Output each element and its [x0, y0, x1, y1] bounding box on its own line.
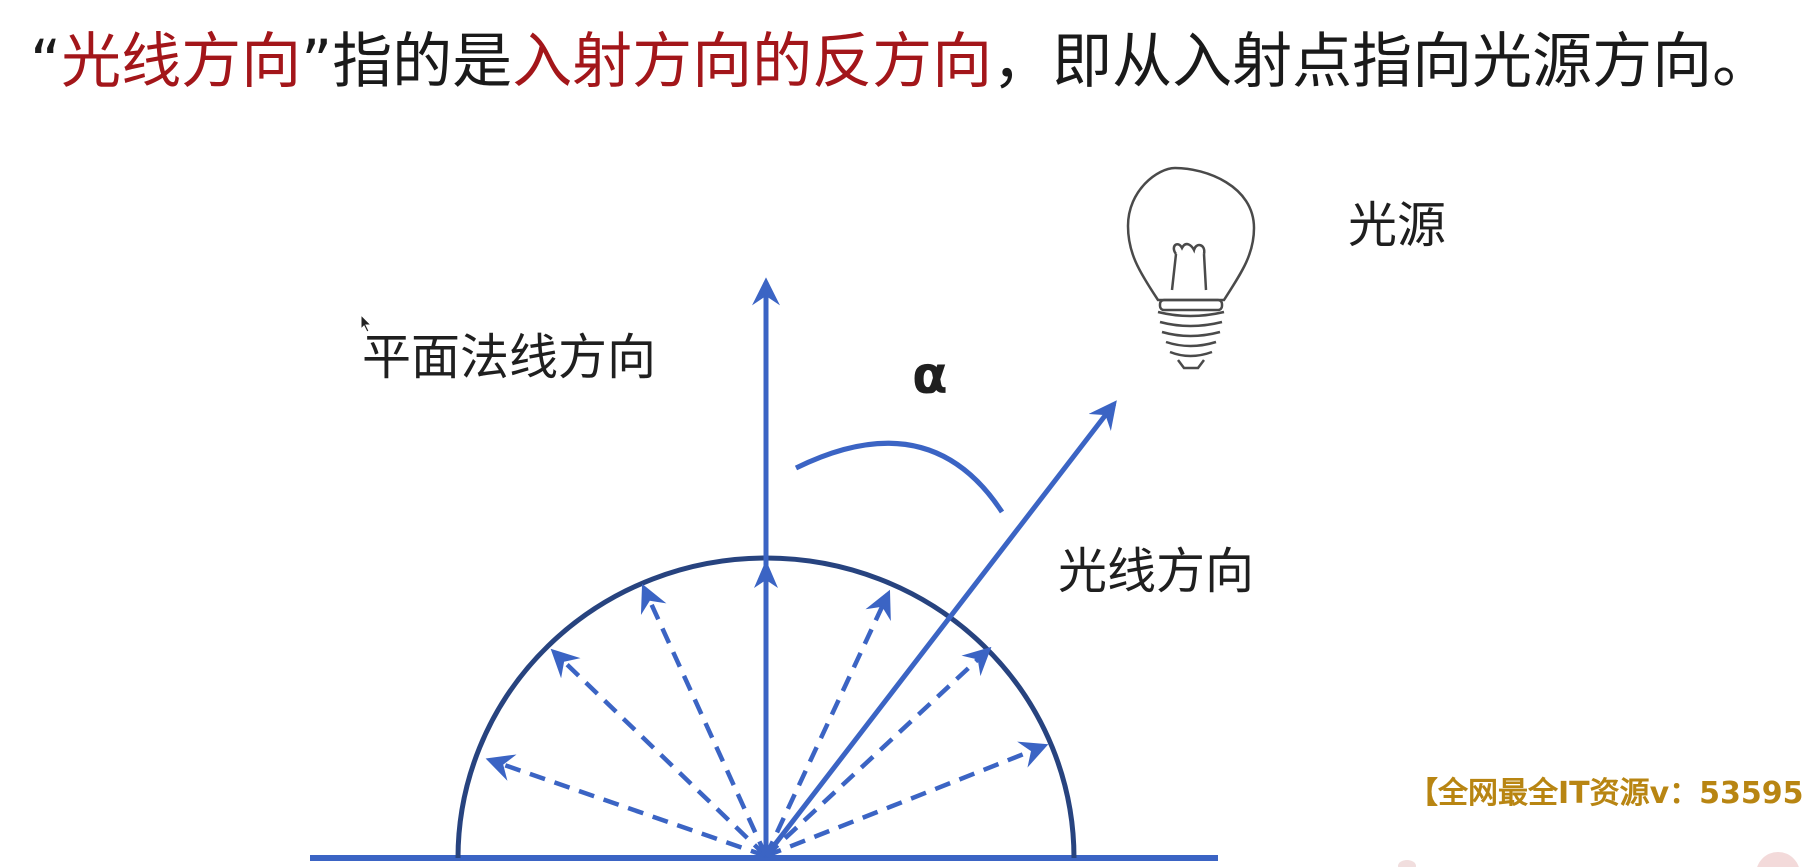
slide-heading: “光线方向”指的是入射方向的反方向，即从入射点指向光源方向。 — [30, 22, 1808, 102]
scatter-arrow — [763, 589, 891, 857]
mouse-pointer-icon — [360, 314, 373, 333]
scatter-arrows — [485, 583, 1049, 859]
scatter-arrow — [640, 583, 769, 857]
heading-open-quote: “ — [30, 27, 62, 97]
light-direction-label: 光线方向 — [1058, 543, 1255, 600]
angle-arc — [794, 440, 1005, 514]
scatter-arrow — [764, 646, 992, 858]
heading-term: 光线方向 — [61, 27, 302, 97]
angle-alpha-label: α — [912, 346, 948, 406]
scatter-arrow — [550, 648, 768, 858]
light-source-label: 光源 — [1348, 197, 1447, 254]
normal-direction-label: 平面法线方向 — [362, 329, 657, 386]
heading-is-text: 指的是 — [332, 27, 513, 97]
light-direction-arrow — [764, 400, 1117, 858]
scatter-arrow — [765, 741, 1049, 859]
normal-inner-arrowhead — [754, 560, 778, 588]
heading-emphasis: 入射方向的反方向 — [512, 27, 993, 97]
light-bulb-icon — [1126, 166, 1256, 370]
heading-rest: ，即从入射点指向光源方向。 — [992, 27, 1773, 97]
corner-decoration — [1398, 860, 1416, 867]
scatter-arrow — [485, 754, 767, 859]
heading-close-quote: ” — [301, 27, 333, 97]
watermark-text: 【全网最全IT资源v：53595 — [1408, 776, 1804, 811]
corner-badge — [1756, 852, 1800, 867]
